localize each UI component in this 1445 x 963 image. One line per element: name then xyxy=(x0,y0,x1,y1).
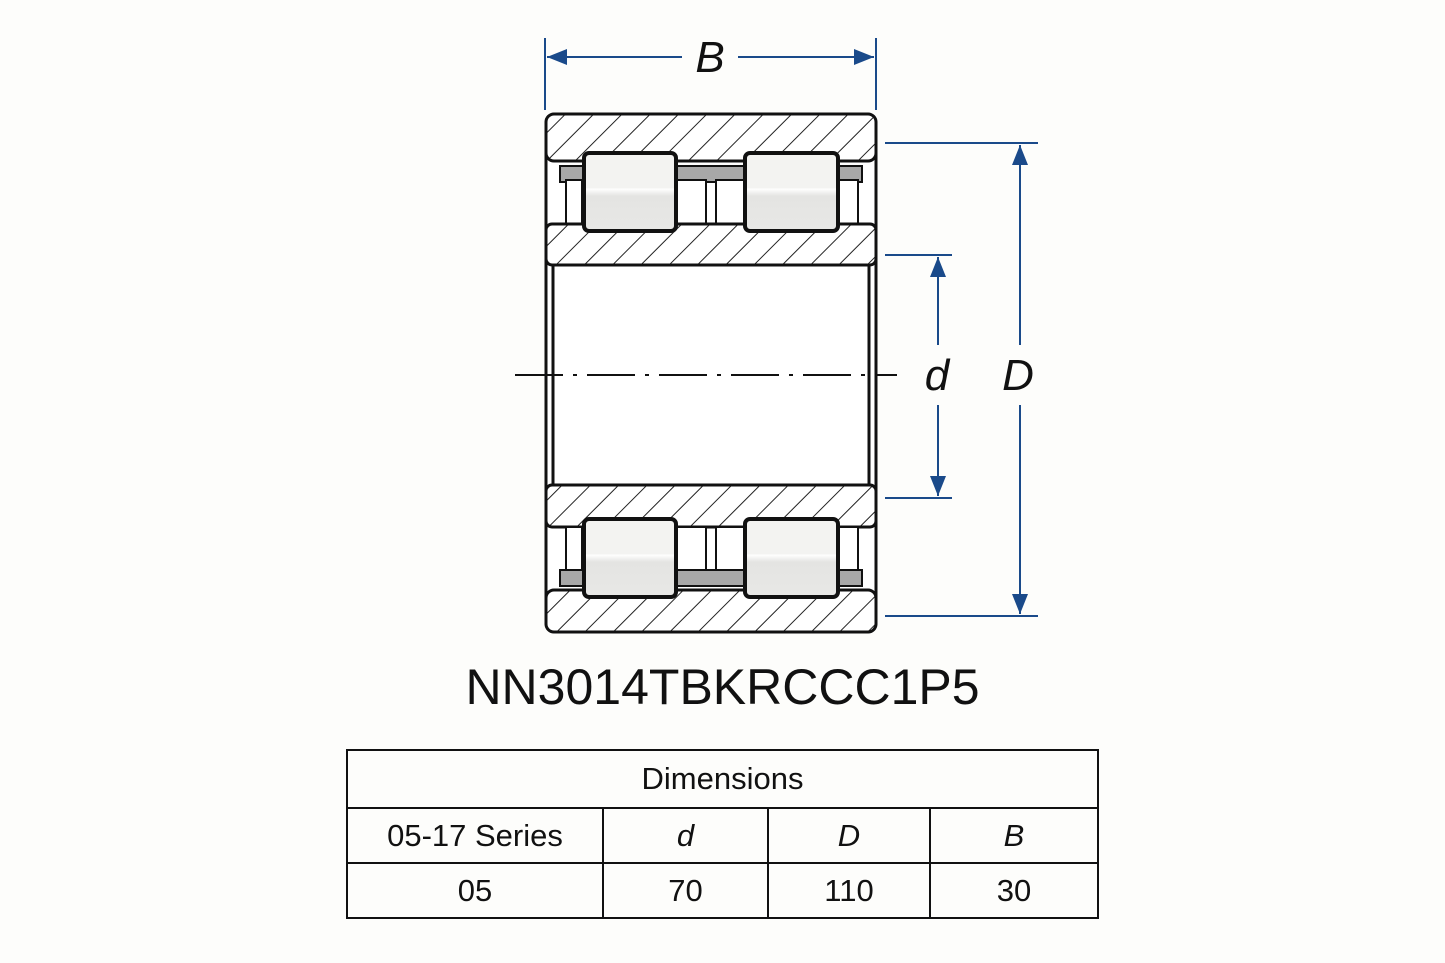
inner-ring-bottom xyxy=(544,483,878,529)
cell-B: 30 xyxy=(929,862,1099,919)
header-B: B xyxy=(929,807,1099,864)
roller xyxy=(743,151,840,233)
part-number-title: NN3014TBKRCCC1P5 xyxy=(465,659,980,715)
table-caption: Dimensions xyxy=(346,749,1099,809)
roller xyxy=(582,517,678,599)
inner-ring-top xyxy=(544,222,878,267)
dimension-label-d: d xyxy=(925,351,951,400)
outer-ring-top xyxy=(544,112,878,163)
dimension-d xyxy=(885,254,952,499)
outer-ring-bottom xyxy=(544,588,878,634)
roller xyxy=(582,151,678,233)
header-D: D xyxy=(767,807,931,864)
header-series: 05-17 Series xyxy=(346,807,604,864)
dimensions-table: Dimensions 05-17 Series d D B 05 70 110 … xyxy=(346,749,1099,919)
dimension-B xyxy=(544,38,877,110)
dimension-label-B: B xyxy=(695,33,724,82)
dimension-label-D: D xyxy=(1002,351,1034,400)
header-d: d xyxy=(602,807,769,864)
dimension-D xyxy=(885,142,1038,617)
table-header-row: 05-17 Series d D B xyxy=(346,807,1099,864)
upper-section xyxy=(544,112,878,267)
table-row: 05 70 110 30 xyxy=(346,862,1099,919)
roller xyxy=(743,517,840,599)
cell-series: 05 xyxy=(346,862,604,919)
cell-D: 110 xyxy=(767,862,931,919)
lower-section xyxy=(544,483,878,634)
cell-d: 70 xyxy=(602,862,769,919)
